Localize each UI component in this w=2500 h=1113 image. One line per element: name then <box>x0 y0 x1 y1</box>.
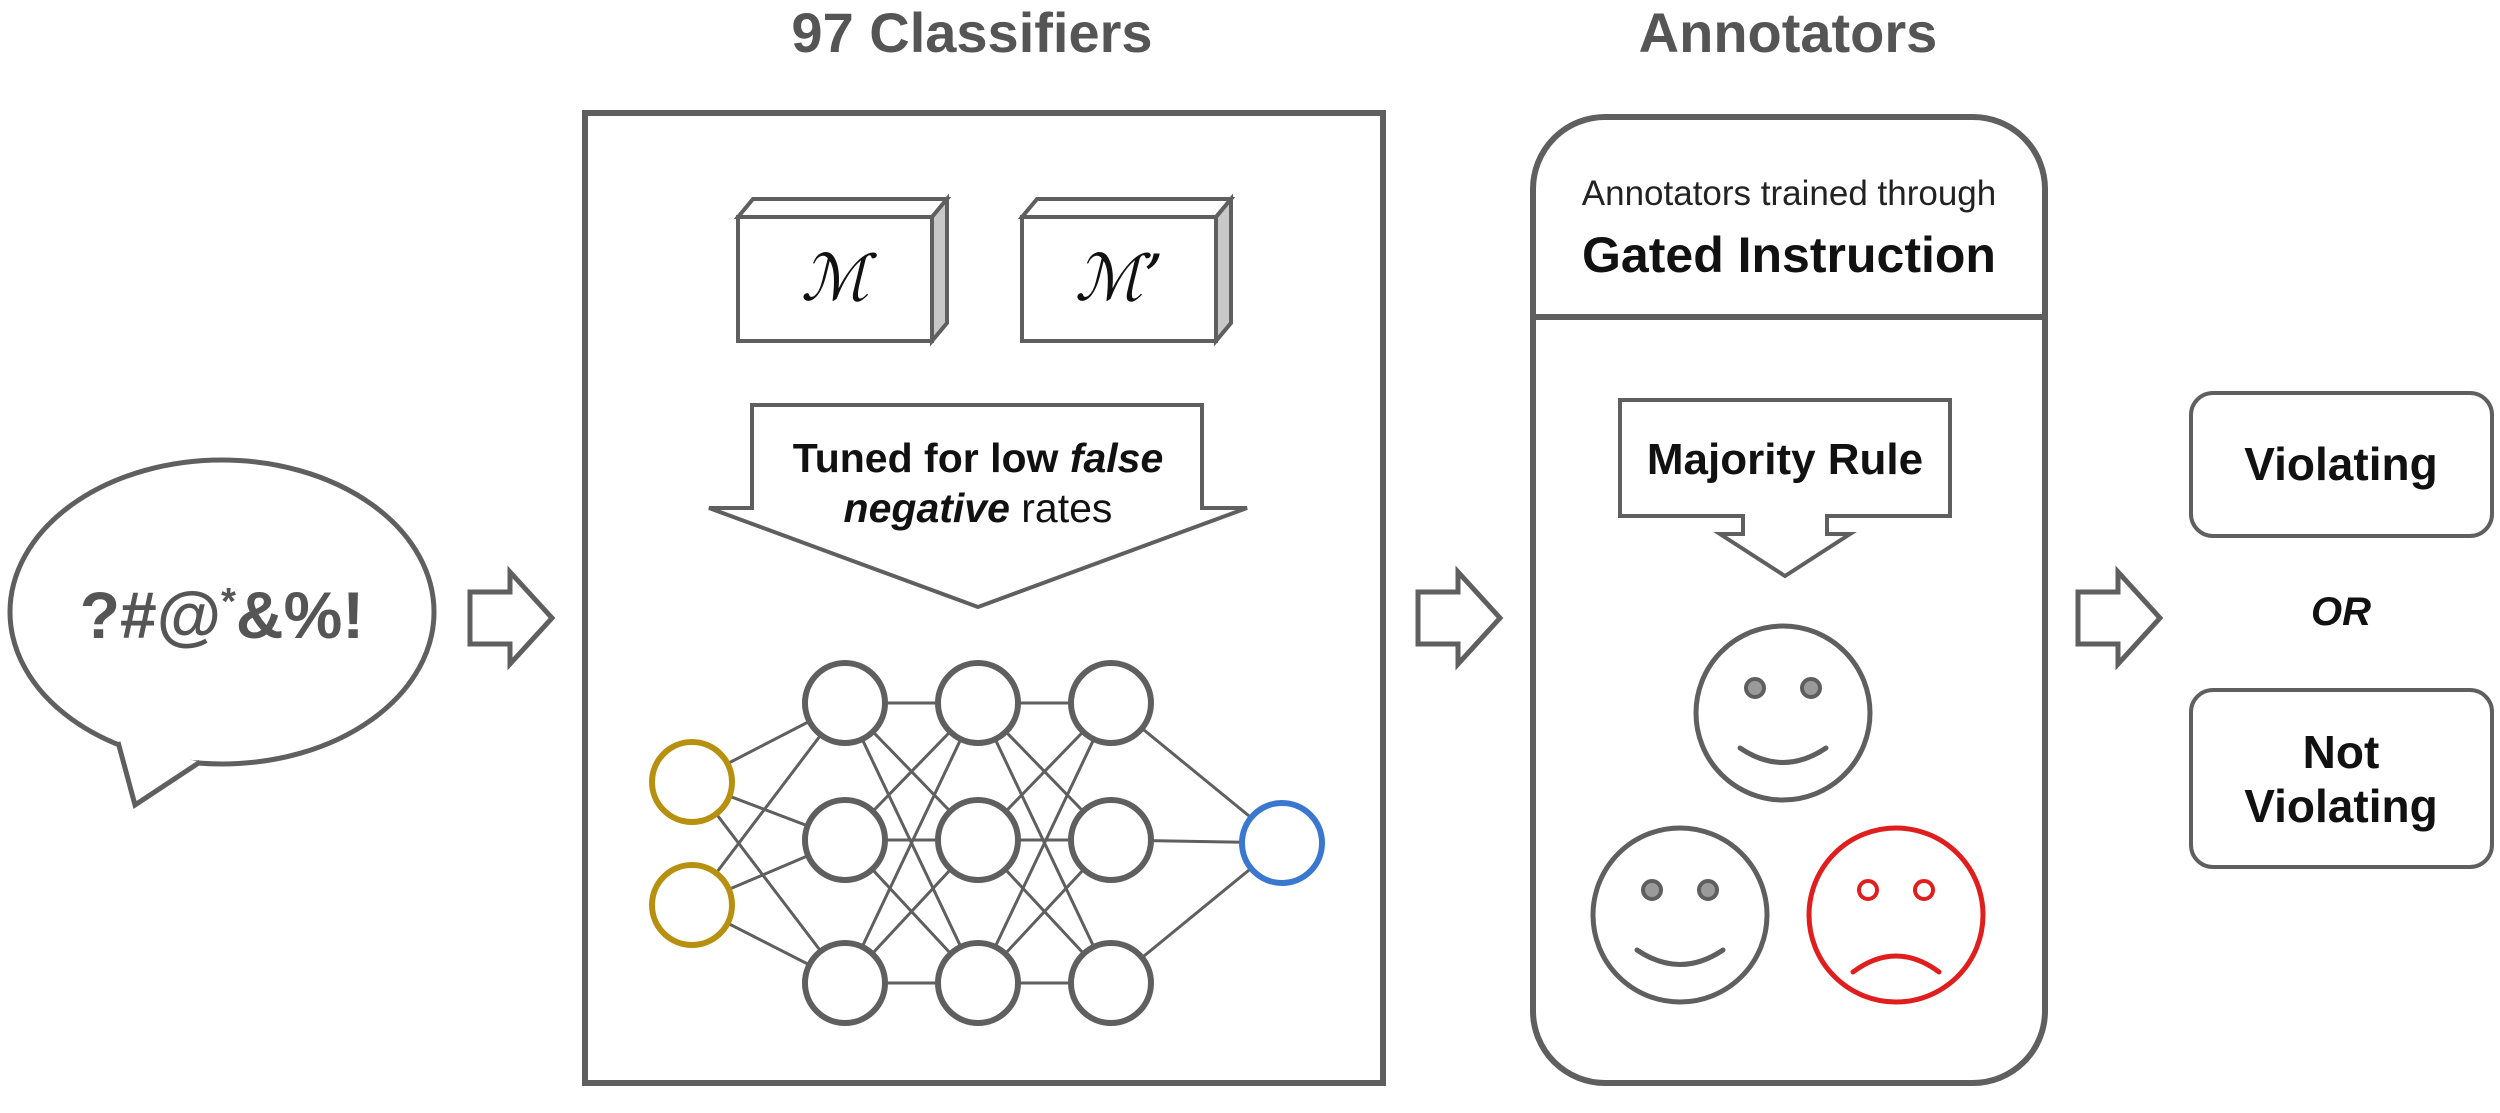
model-m-prime-label: ℳ’ <box>1075 242 1164 316</box>
model-box-m-prime: ℳ’ <box>1017 193 1236 347</box>
happy-face-top <box>1693 623 1873 803</box>
nn-hidden-node <box>1068 797 1154 883</box>
or-label: OR <box>2311 590 2371 634</box>
nn-hidden-node <box>802 940 888 1026</box>
not-violating-label-line2: Violating <box>2244 780 2437 832</box>
nn-hidden-node <box>1068 940 1154 1026</box>
tuning-text-line2: negative rates <box>844 485 1113 531</box>
violating-box <box>2189 391 2494 538</box>
model-m-label: ℳ <box>801 242 878 316</box>
nn-connection <box>976 702 1113 984</box>
nn-hidden-node <box>935 797 1021 883</box>
not-violating-box <box>2189 688 2494 869</box>
speech-bubble-tail <box>115 741 202 809</box>
gated-instruction-text: Gated Instruction <box>1582 227 1996 283</box>
flow-arrow-2 <box>1415 565 1504 671</box>
nn-input-node <box>649 862 735 948</box>
tuning-text-line1: Tuned for low false <box>793 435 1164 481</box>
model-box-m: ℳ <box>733 193 952 347</box>
nn-output-node <box>1239 800 1325 886</box>
flow-arrow-3 <box>2075 565 2164 671</box>
speech-bubble: ?#@*&%! <box>7 457 437 809</box>
neural-network-nodes <box>649 660 1325 1026</box>
nn-input-node <box>649 739 735 825</box>
nn-hidden-node <box>802 660 888 746</box>
majority-rule-callout: Majority Rule <box>1618 398 1952 579</box>
nn-hidden-node <box>802 797 888 883</box>
tuning-arrow: Tuned for low false negative rates <box>708 403 1248 610</box>
profanity-symbols: ?#@*&%! <box>80 578 365 652</box>
nn-connection <box>843 702 980 984</box>
speech-bubble-body <box>7 457 437 767</box>
annotators-trained-text: Annotators trained through <box>1582 174 1996 213</box>
not-violating-label-line1: Not <box>2303 726 2380 778</box>
annotators-heading: Annotators <box>1639 1 1938 64</box>
nn-hidden-node <box>935 660 1021 746</box>
happy-face-left <box>1590 825 1770 1005</box>
flow-arrow-1 <box>467 565 556 671</box>
classifiers-heading: 97 Classifiers <box>791 1 1152 64</box>
violating-label: Violating <box>2244 438 2437 490</box>
nn-hidden-node <box>1068 660 1154 746</box>
majority-rule-text: Majority Rule <box>1647 435 1923 484</box>
nn-hidden-node <box>935 940 1021 1026</box>
unhappy-face-right <box>1806 825 1986 1005</box>
